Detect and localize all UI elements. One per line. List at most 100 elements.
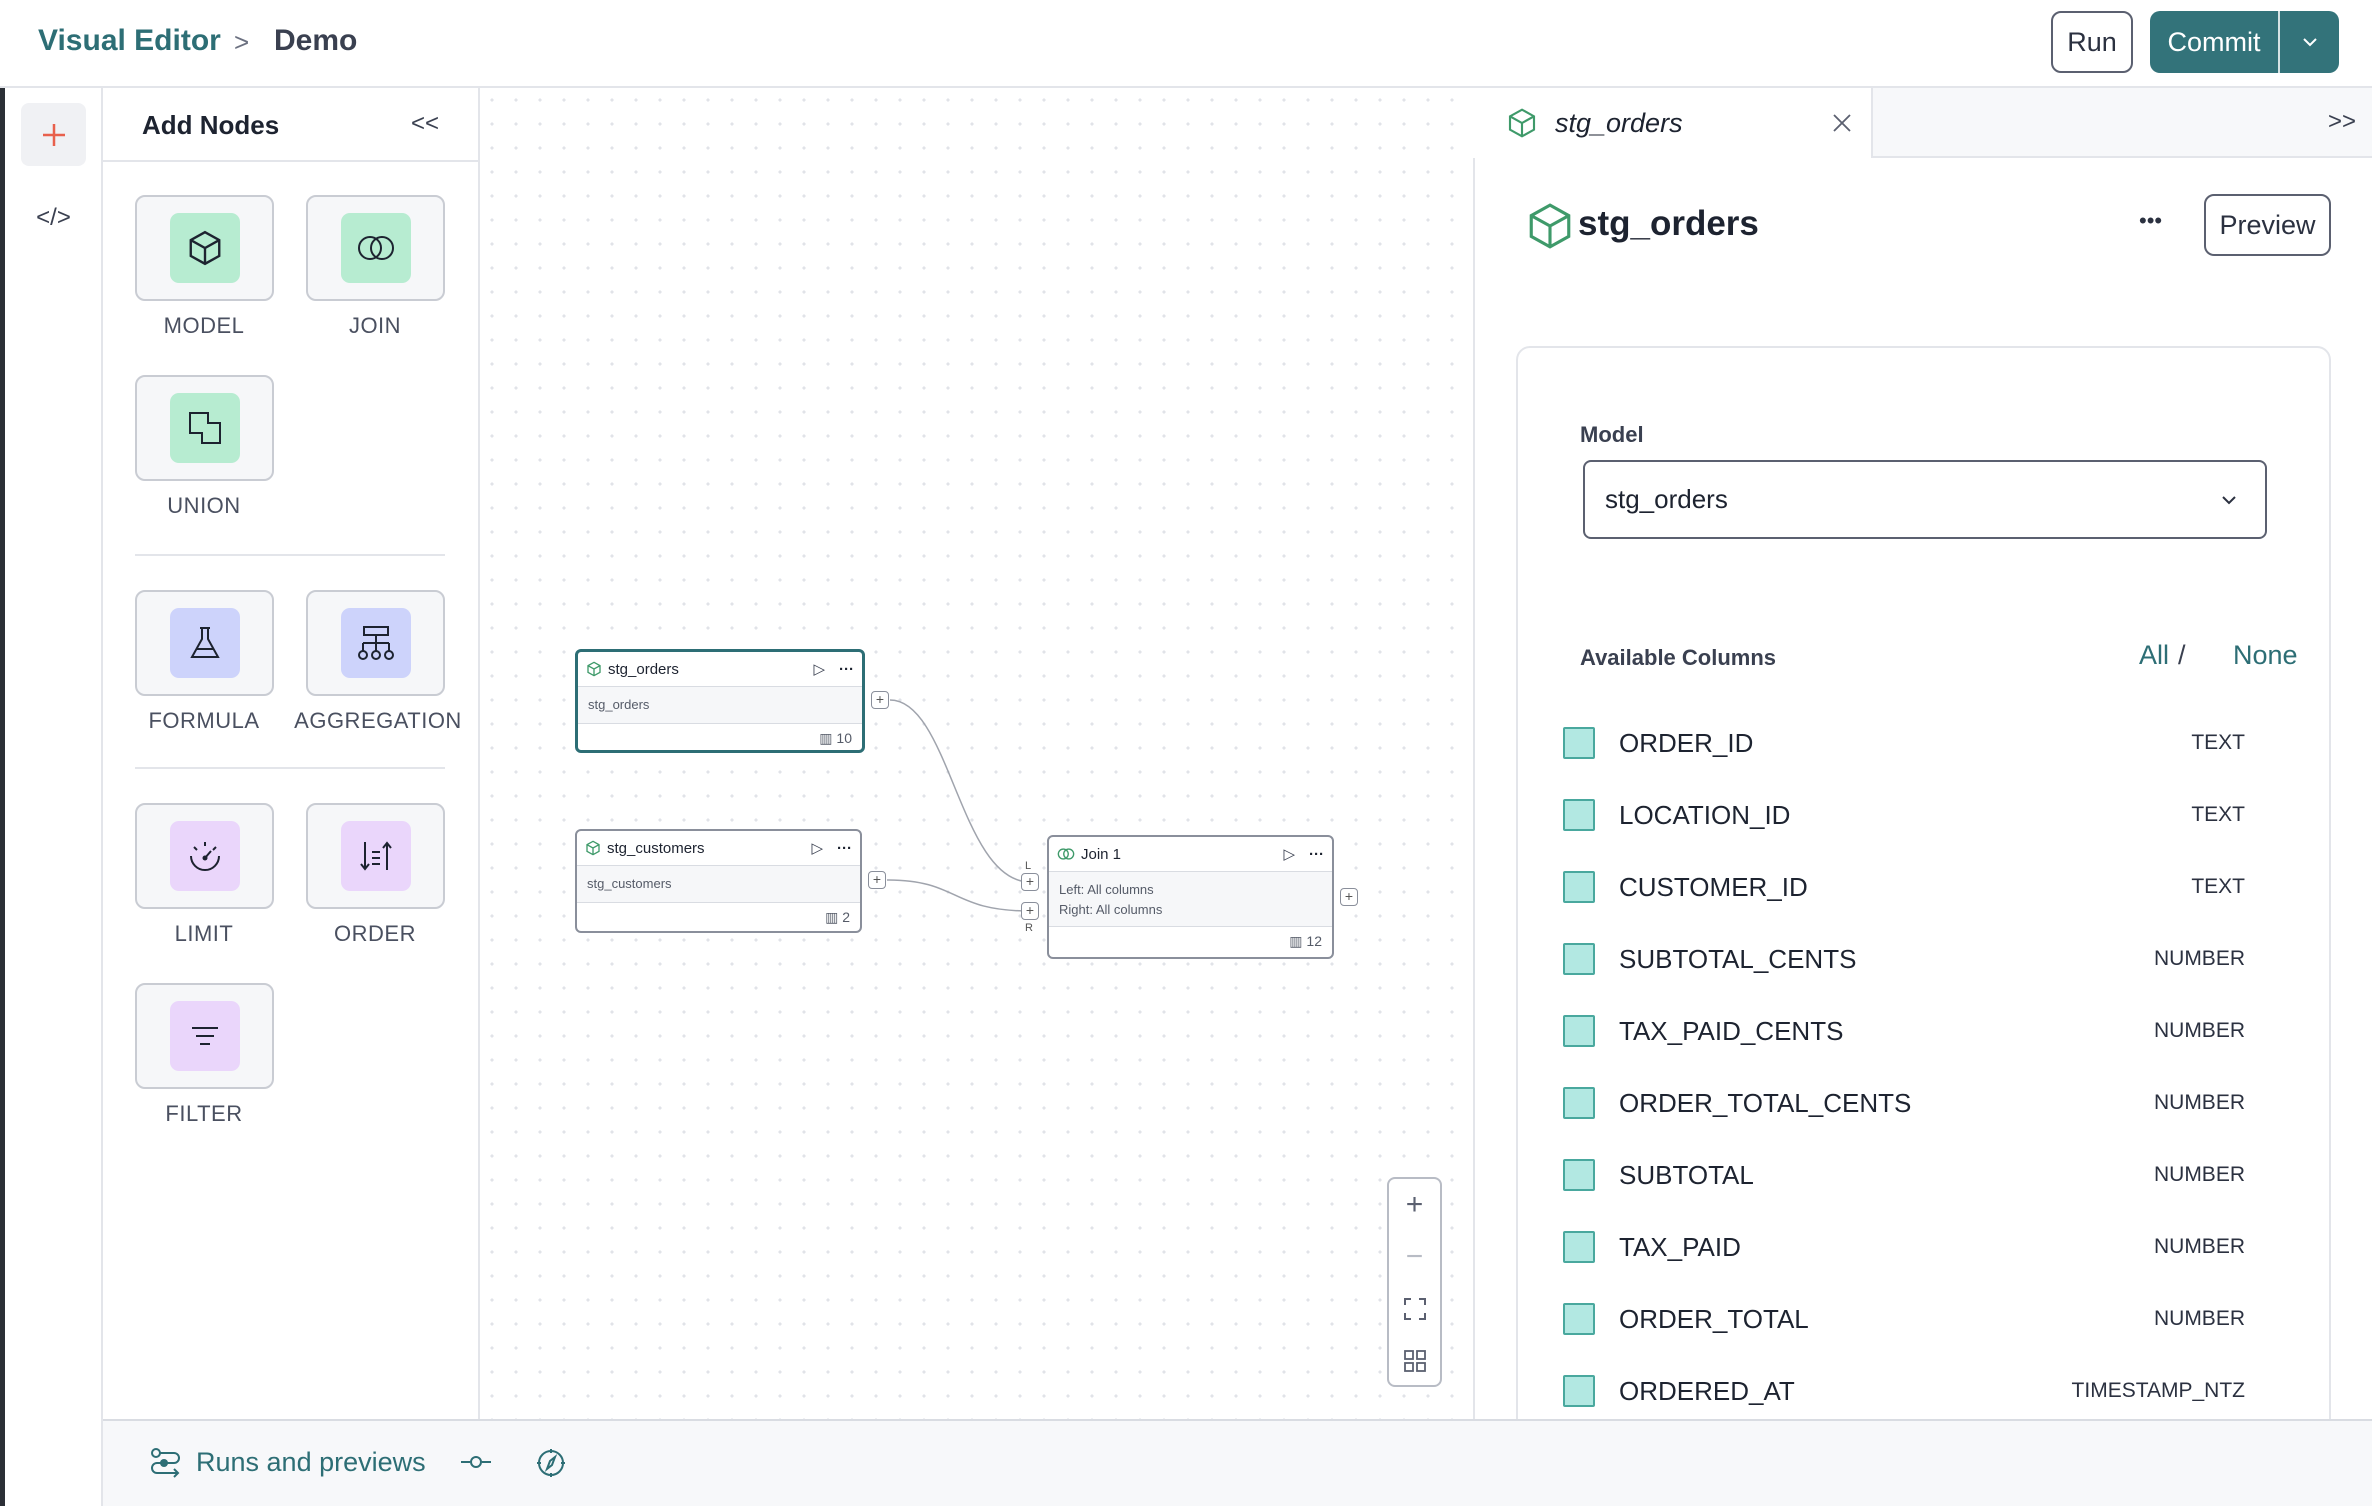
runs-icon (151, 1447, 180, 1478)
node-title: stg_orders (608, 660, 679, 678)
join-left-input-handle[interactable]: + (1021, 873, 1039, 891)
add-output-handle[interactable]: + (1340, 888, 1358, 906)
commit-graph-icon[interactable] (461, 1455, 491, 1469)
collapse-panel-button[interactable]: << (411, 110, 440, 137)
cube-icon (586, 840, 600, 856)
runs-and-previews-button[interactable]: Runs and previews (150, 1447, 426, 1478)
node-stg-orders[interactable]: stg_orders▷··· stg_orders ▥ 10 (575, 649, 865, 753)
select-all-link[interactable]: All (2139, 640, 2170, 670)
commit-button-group: Commit (2150, 11, 2339, 73)
play-icon[interactable]: ▷ (813, 661, 825, 678)
preview-button[interactable]: Preview (2204, 194, 2331, 256)
graph-canvas[interactable]: stg_orders▷··· stg_orders ▥ 10 + stg_cus… (480, 88, 1473, 1419)
tab-label: stg_orders (1555, 108, 1683, 138)
breadcrumb-separator: > (234, 27, 250, 57)
node-tile-model[interactable] (135, 195, 274, 301)
filter-icon (169, 1001, 240, 1071)
chevron-down-icon (2222, 495, 2236, 504)
column-checkbox[interactable] (1563, 1231, 1595, 1263)
columns-icon: ▥ (819, 730, 837, 746)
column-name: ORDER_TOTAL_CENTS (1619, 1087, 1912, 1118)
column-type: NUMBER (2153, 1091, 2245, 1114)
column-checkbox[interactable] (1563, 943, 1595, 975)
fit-view-icon[interactable] (1389, 1283, 1440, 1335)
play-icon[interactable]: ▷ (1283, 846, 1295, 863)
node-tile-order[interactable] (306, 803, 445, 909)
zoom-in-icon[interactable]: + (1405, 1188, 1424, 1221)
commit-button[interactable]: Commit (2167, 26, 2261, 57)
column-checkbox[interactable] (1563, 871, 1595, 903)
breadcrumb-visual-editor[interactable]: Visual Editor (38, 24, 221, 57)
column-type: NUMBER (2153, 1019, 2245, 1042)
column-row[interactable]: ORDERED_AT TIMESTAMP_NTZ (1563, 1371, 2245, 1411)
add-output-handle[interactable]: + (871, 691, 889, 709)
sort-icon (340, 821, 411, 891)
node-tile-filter[interactable] (135, 983, 274, 1089)
node-stg-customers[interactable]: stg_customers▷··· stg_customers ▥ 2 (575, 829, 862, 933)
column-type: TEXT (2191, 875, 2245, 898)
column-checkbox[interactable] (1563, 1303, 1595, 1335)
more-options-button[interactable]: ••• (2139, 208, 2163, 233)
add-nodes-button[interactable] (21, 103, 86, 166)
model-select[interactable]: stg_orders (1583, 460, 2267, 539)
node-tile-union[interactable] (135, 375, 274, 481)
column-checkbox[interactable] (1563, 1015, 1595, 1047)
edge-customers-to-join (886, 879, 1031, 912)
column-row[interactable]: ORDER_TOTAL_CENTS NUMBER (1563, 1083, 2245, 1123)
auto-layout-icon[interactable] (1389, 1335, 1440, 1387)
column-type: TIMESTAMP_NTZ (2071, 1379, 2245, 1402)
port-label-right: R (1025, 922, 1033, 934)
select-none-link[interactable]: None (2233, 640, 2298, 670)
left-rail: </> (0, 88, 103, 1506)
column-name: ORDERED_AT (1619, 1375, 1795, 1406)
cube-icon (1529, 203, 1571, 249)
node-tile-aggregation[interactable] (306, 590, 445, 696)
column-name: CUSTOMER_ID (1619, 871, 1808, 902)
tab-stg-orders[interactable]: stg_orders (1473, 88, 1873, 158)
column-row[interactable]: CUSTOMER_ID TEXT (1563, 867, 2245, 907)
node-tile-formula[interactable] (135, 590, 274, 696)
commit-dropdown-chevron-icon[interactable] (2280, 36, 2339, 48)
more-icon[interactable]: ··· (837, 839, 852, 857)
column-count: 2 (842, 909, 850, 925)
node-tile-label: FILTER (165, 1101, 243, 1126)
column-name: TAX_PAID (1619, 1231, 1741, 1262)
column-count: 10 (836, 730, 852, 746)
more-icon[interactable]: ··· (839, 660, 854, 678)
expand-panel-button[interactable]: >> (2328, 108, 2357, 135)
columns-icon: ▥ (1289, 933, 1307, 949)
run-button[interactable]: Run (2051, 11, 2133, 73)
join-right-input-handle[interactable]: + (1021, 902, 1039, 920)
join-icon (1057, 848, 1075, 860)
panel-title: Add Nodes (142, 110, 280, 140)
column-checkbox[interactable] (1563, 1159, 1595, 1191)
column-checkbox[interactable] (1563, 1375, 1595, 1407)
column-name: LOCATION_ID (1619, 799, 1791, 830)
cube-icon (169, 213, 240, 283)
union-icon (169, 393, 240, 463)
column-checkbox[interactable] (1563, 1087, 1595, 1119)
more-icon[interactable]: ··· (1309, 845, 1324, 863)
column-type: NUMBER (2153, 1307, 2245, 1330)
column-type: NUMBER (2153, 1163, 2245, 1186)
node-tile-label: ORDER (334, 921, 416, 946)
column-checkbox[interactable] (1563, 727, 1595, 759)
close-tab-icon[interactable] (1833, 114, 1851, 132)
node-tile-label: LIMIT (174, 921, 234, 946)
compass-icon[interactable] (536, 1448, 566, 1478)
zoom-out-icon[interactable]: − (1405, 1240, 1424, 1273)
node-tile-join[interactable] (306, 195, 445, 301)
play-icon[interactable]: ▷ (811, 840, 823, 857)
node-tile-limit[interactable] (135, 803, 274, 909)
add-output-handle[interactable]: + (868, 871, 886, 889)
column-checkbox[interactable] (1563, 799, 1595, 831)
code-icon[interactable]: </> (36, 204, 71, 231)
